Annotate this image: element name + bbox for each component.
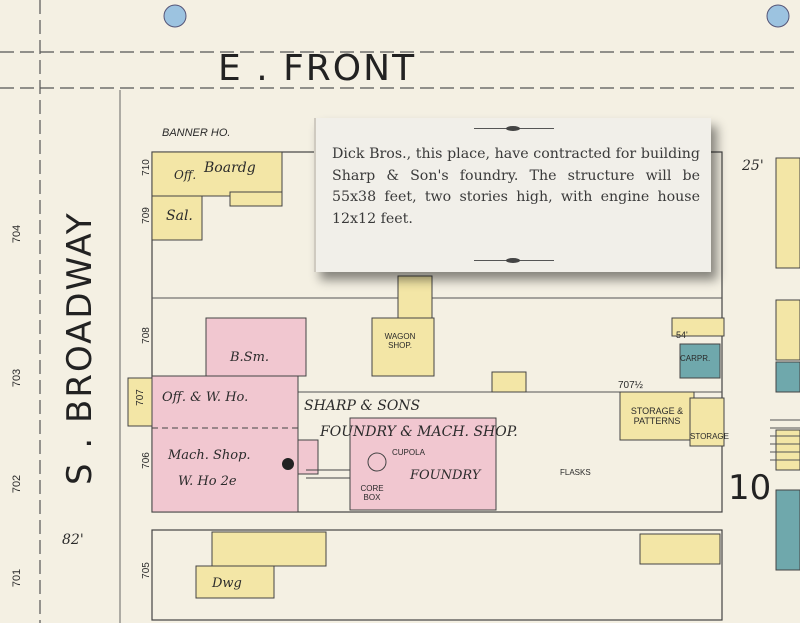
brick-buildings <box>151 317 497 513</box>
address-number: 707 <box>134 389 146 406</box>
label-sharp-sons: SHARP & SONS <box>304 398 421 414</box>
label-foundry-mach: FOUNDRY & MACH. SHOP. <box>320 424 518 440</box>
label-offwho: Off. & W. Ho. <box>162 390 249 405</box>
sheet-number: 10 <box>728 468 772 508</box>
stone-building <box>775 489 800 571</box>
address-number: 710 <box>140 159 152 176</box>
address-number: 706 <box>140 452 152 469</box>
hydrant-icon <box>766 4 790 28</box>
ornament-rule <box>474 258 554 263</box>
address-number: 701 <box>11 568 24 588</box>
cupola-icon <box>367 452 387 472</box>
engine-icon <box>282 458 294 470</box>
stair-marks <box>770 419 800 461</box>
label-cupola: CUPOLA <box>392 448 425 457</box>
hydrant-icon <box>163 4 187 28</box>
newspaper-clipping: Dick Bros., this place, have contracted … <box>314 118 711 272</box>
label-bsm: B.Sm. <box>230 350 270 365</box>
label-carpr: CARPR. <box>680 354 711 363</box>
address-number: 708 <box>140 327 152 344</box>
label-who2e: W. Ho 2e <box>178 474 237 489</box>
address-number: 707½ <box>618 380 644 391</box>
label-storage: STORAGE <box>690 432 729 441</box>
dimension-label: 54' <box>676 330 688 340</box>
address-number: 702 <box>11 474 24 494</box>
label-banner: BANNER HO. <box>162 127 231 139</box>
ornament-rule <box>474 126 554 131</box>
dimension-label: 82' <box>62 532 84 548</box>
label-boardg: Boardg <box>204 160 256 176</box>
label-machshop: Mach. Shop. <box>168 448 251 463</box>
block-outline <box>151 529 723 621</box>
label-off: Off. <box>174 168 197 182</box>
address-number: 703 <box>11 368 24 388</box>
label-dwg: Dwg <box>212 576 242 591</box>
stone-building <box>679 343 721 379</box>
address-number: 705 <box>140 562 152 579</box>
address-number: 704 <box>11 224 24 244</box>
address-number: 709 <box>140 207 152 224</box>
label-storage-patterns: STORAGE & PATTERNS <box>630 406 684 426</box>
dimension-label: 25' <box>742 158 764 174</box>
label-sal: Sal. <box>166 208 193 224</box>
label-flasks: FLASKS <box>560 468 591 477</box>
frame-buildings <box>127 151 800 599</box>
label-core-box: CORE BOX <box>360 484 384 502</box>
clipping-text: Dick Bros., this place, have contracted … <box>332 146 700 227</box>
stone-building <box>775 361 800 393</box>
street-label-front: E . FRONT <box>218 48 417 89</box>
label-wagon-shop: WAGON SHOP. <box>384 332 416 350</box>
street-label-broadway: S . BROADWAY <box>60 211 100 485</box>
label-foundry: FOUNDRY <box>410 468 481 483</box>
